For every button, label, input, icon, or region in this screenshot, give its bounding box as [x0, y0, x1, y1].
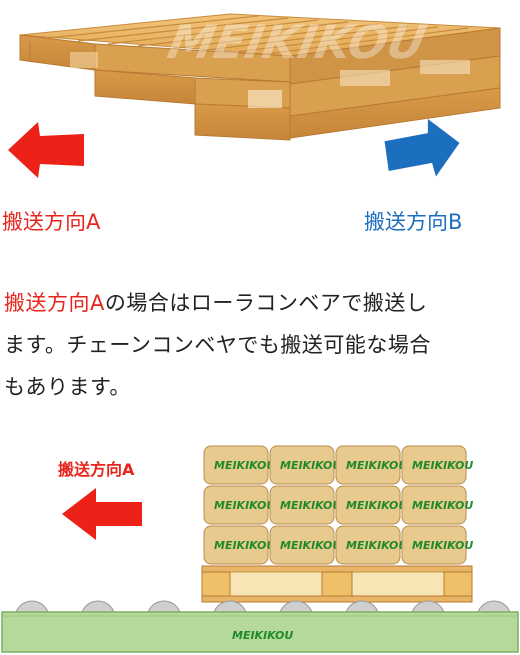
bag-brand-text: MEIKIKOU	[280, 539, 341, 552]
bag-brand-text: MEIKIKOU	[346, 459, 407, 472]
bag-brand-text: MEIKIKOU	[346, 539, 407, 552]
bag: MEIKIKOU	[335, 445, 407, 485]
bag-brand-text: MEIKIKOU	[412, 499, 473, 512]
bag-brand-text: MEIKIKOU	[412, 539, 473, 552]
bag: MEIKIKOU	[203, 525, 275, 565]
bag: MEIKIKOU	[401, 445, 473, 485]
description-highlight: 搬送方向A	[4, 291, 105, 315]
bag: MEIKIKOU	[269, 445, 341, 485]
bag-brand-text: MEIKIKOU	[214, 499, 275, 512]
bag-brand-text: MEIKIKOU	[280, 499, 341, 512]
pallet-illustration: MEIKIKOU	[8, 13, 501, 178]
bag-brand-text: MEIKIKOU	[412, 459, 473, 472]
direction-b-arrow	[384, 119, 460, 177]
bag: MEIKIKOU	[203, 445, 275, 485]
bag: MEIKIKOU	[203, 485, 275, 525]
bag: MEIKIKOU	[269, 525, 341, 565]
bag: MEIKIKOU	[269, 485, 341, 525]
conveyor-brand-text: MEIKIKOU	[232, 629, 293, 642]
direction-a-label: 搬送方向A	[2, 210, 101, 234]
description-line3: もあります。	[4, 375, 131, 399]
direction-b-label: 搬送方向B	[364, 210, 463, 234]
description-text: 搬送方向Aの場合はローラコンベアで搬送し ます。チェーンコンベヤでも搬送可能な場…	[4, 282, 516, 408]
conveyor-illustration: MEIKIKOU MEIKIKOU MEIKIKOU MEIKIKOU MEIKIKOU…	[1, 445, 519, 653]
bag-brand-text: MEIKIKOU	[346, 499, 407, 512]
bottom-pallet	[201, 565, 473, 603]
bottom-direction-arrow	[62, 488, 142, 540]
bag: MEIKIKOU	[335, 525, 407, 565]
pallet-stringers	[19, 27, 501, 141]
bag: MEIKIKOU	[335, 485, 407, 525]
pallet-deck	[19, 13, 501, 57]
direction-a-arrow	[8, 122, 84, 178]
bag-brand-text: MEIKIKOU	[280, 459, 341, 472]
bag-brand-text: MEIKIKOU	[214, 459, 275, 472]
bag: MEIKIKOU	[401, 485, 473, 525]
watermark-text: MEIKIKOU	[163, 15, 431, 68]
description-line2: ます。チェーンコンベヤでも搬送可能な場合	[4, 333, 431, 357]
conveyor-frame: MEIKIKOU	[1, 611, 519, 653]
bag-brand-text: MEIKIKOU	[214, 539, 275, 552]
bag-stack: MEIKIKOU MEIKIKOU MEIKIKOU MEIKIKOU MEIKIKOU…	[203, 445, 473, 565]
bottom-direction-label: 搬送方向A	[58, 460, 135, 479]
description-line1: の場合はローラコンベアで搬送し	[104, 291, 428, 315]
bag: MEIKIKOU	[401, 525, 473, 565]
